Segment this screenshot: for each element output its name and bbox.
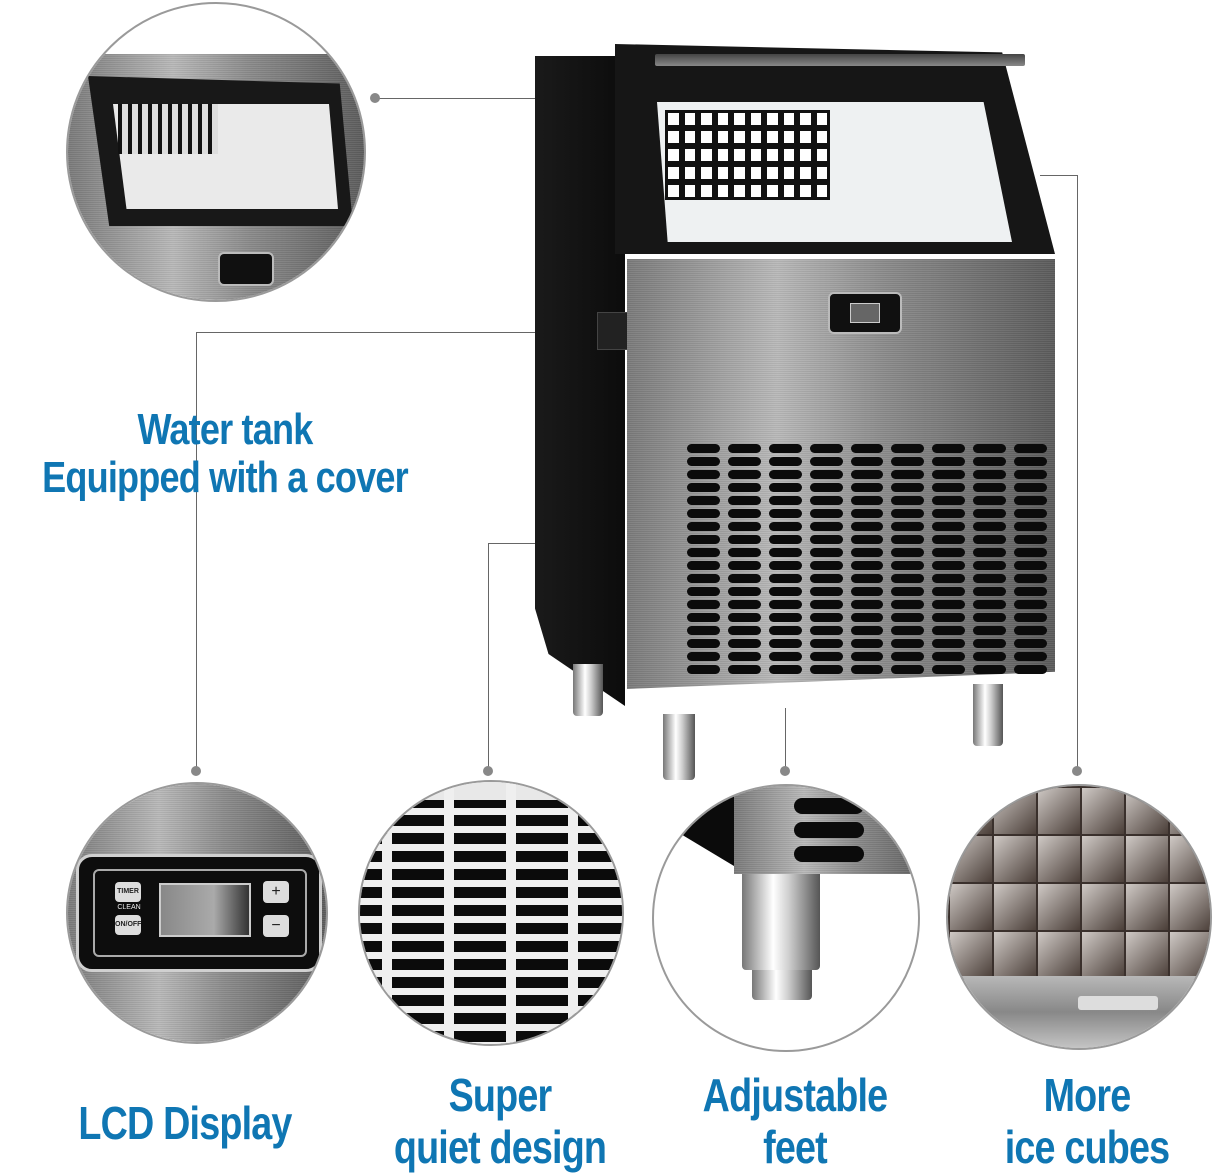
lcd-display-label: LCD Display [78,1097,292,1149]
lcd-display-detail-circle: TIMER CLEAN ON/OFF + − [66,782,328,1044]
connector-dot-ice [1072,766,1082,776]
connector-feet-v [785,708,786,770]
timer-button[interactable]: TIMER [115,882,141,902]
quiet-design-label: Super quiet design [385,1072,615,1170]
connector-lcd-h [196,332,536,333]
onoff-button[interactable]: ON/OFF [115,915,141,935]
vent-detail-circle [358,780,624,1046]
foot-closeup [742,874,820,970]
connector-dot-quiet [483,766,493,776]
connector-ice-h [1040,175,1077,176]
ice-maker-machine [535,44,1065,784]
connector-dot-feet [780,766,790,776]
more-ice-cubes-label-line1: More [1043,1069,1132,1121]
machine-side-panel [535,56,625,706]
water-tank-label-line2: Equipped with a cover [42,453,409,502]
leg-front-right [973,684,1003,746]
adjustable-feet-label-line2: feet [763,1121,828,1173]
machine-vent-grille [687,444,1047,674]
water-tank-label-line1: Water tank [137,405,314,454]
connector-quiet-v [488,543,489,771]
lcd-control-panel: TIMER CLEAN ON/OFF + − [76,854,322,972]
connector-top-left [378,98,536,99]
leg-front-left [663,714,695,780]
ice-grid-detail-circle [946,784,1212,1050]
lcd-screen [159,883,251,937]
water-tank-detail-circle [66,2,366,302]
machine-control-panel [828,292,902,334]
connector-ice-v [1077,175,1078,771]
leg-back-left [573,664,603,716]
ice-tray-grid [665,110,830,200]
connector-dot-top-left [370,93,380,103]
clean-label: CLEAN [117,904,141,911]
more-ice-cubes-label-line2: ice cubes [1004,1121,1170,1173]
plus-button[interactable]: + [263,881,289,903]
quiet-design-label-line2: quiet design [393,1121,607,1173]
water-tank-label: Water tank Equipped with a cover [41,408,410,500]
adjustable-feet-label-line1: Adjustable [702,1069,888,1121]
quiet-design-label-line1: Super [448,1069,553,1121]
adjustable-feet-label: Adjustable feet [684,1072,905,1170]
connector-lcd-v [196,332,197,770]
machine-lid [655,54,1025,66]
minus-button[interactable]: − [263,915,289,937]
connector-quiet-h [488,543,538,544]
connector-dot-lcd [191,766,201,776]
feet-detail-circle [652,784,920,1052]
more-ice-cubes-label: More ice cubes [983,1072,1191,1170]
